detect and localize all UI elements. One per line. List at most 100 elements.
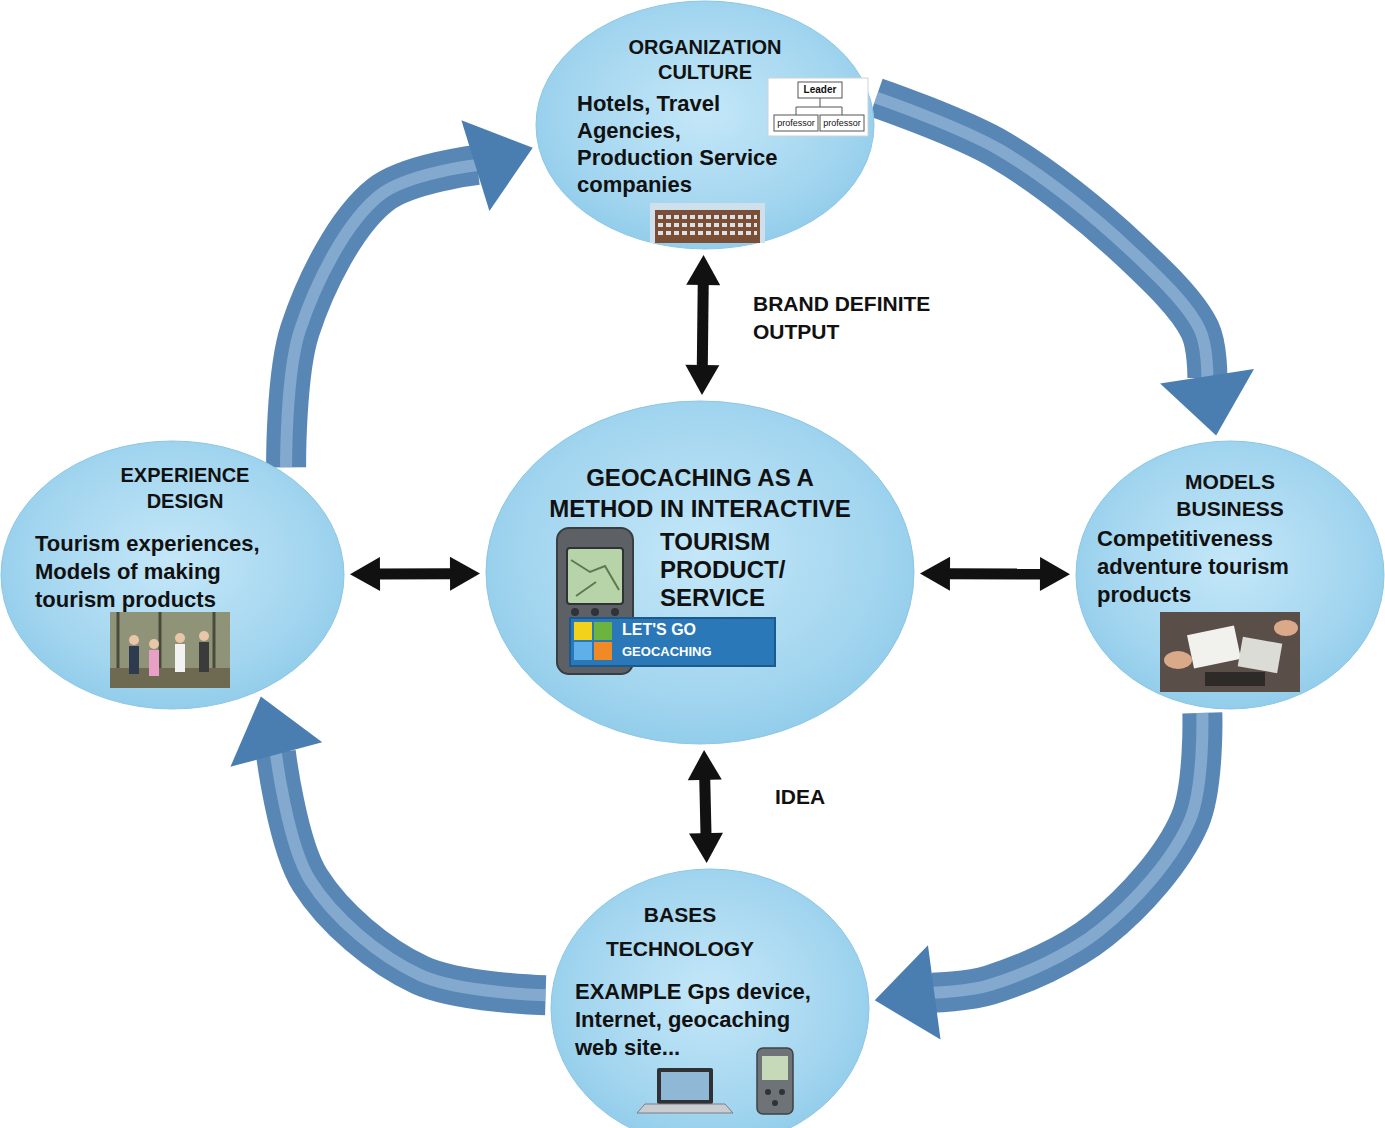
double-arrow	[685, 255, 720, 395]
arrow-head	[920, 557, 950, 591]
gps-button	[571, 608, 579, 616]
cycle-arrow	[875, 713, 1203, 1040]
building-windows	[658, 217, 757, 233]
node-heading: BASES TECHNOLOGY	[580, 898, 780, 966]
connector-shaft	[378, 568, 452, 579]
logo-square	[594, 622, 612, 640]
photo-hand	[1164, 651, 1192, 669]
gps-button	[772, 1100, 778, 1106]
gps-button	[765, 1089, 771, 1095]
connector-highlight	[276, 752, 546, 995]
double-arrow	[350, 557, 480, 591]
text-slot: TOURISM PRODUCT/ SERVICE	[660, 528, 810, 612]
photo-forest	[110, 612, 230, 688]
connector-shaft	[705, 778, 706, 835]
connector-highlight	[876, 98, 1207, 379]
chart-box	[774, 115, 818, 131]
text-slot: Tourism experiences, Models of making to…	[35, 530, 275, 614]
text-slot: Hotels, Travel Agencies, Production Serv…	[577, 90, 787, 198]
text-slot: BRAND DEFINITE OUTPUT	[753, 290, 953, 346]
connector-shaft	[932, 713, 1202, 993]
text-slot: ORGANIZATION CULTURE	[595, 35, 815, 85]
gps-map	[571, 560, 619, 596]
business-photo	[1160, 612, 1300, 692]
arrow-head	[688, 750, 722, 780]
hiker-body	[129, 646, 139, 674]
gps-screen	[762, 1056, 788, 1080]
text-slot: GEOCACHING AS A METHOD IN INTERACTIVE	[540, 462, 860, 524]
node-heading: MODELS BUSINESS	[1145, 468, 1315, 522]
arrow-head	[461, 120, 532, 211]
arrow-head	[686, 255, 720, 285]
laptop-keyboard	[637, 1104, 733, 1113]
hiker-head	[175, 633, 185, 643]
logo-square	[574, 642, 592, 660]
org-chart-picture	[768, 78, 868, 136]
connector-shaft	[286, 165, 477, 467]
text-slot: professor	[774, 116, 818, 130]
building-wall	[655, 210, 760, 243]
cycle-arrow	[876, 98, 1254, 436]
ellipse-node: GEOCACHING AS A METHOD IN INTERACTIVETOU…	[485, 400, 915, 745]
connector-shaft	[697, 283, 709, 367]
building-photo	[650, 203, 765, 243]
hiker-head	[129, 635, 139, 645]
chart-label: professor	[820, 116, 864, 130]
gps-button	[779, 1089, 785, 1095]
node-body: EXAMPLE Gps device, Internet, geocaching…	[575, 978, 825, 1062]
node-heading: ORGANIZATION CULTURE	[595, 35, 815, 85]
text-slot: Competitiveness adventure tourism produc…	[1097, 525, 1352, 609]
gps-small-picture	[757, 1048, 793, 1114]
chart-wire	[796, 98, 842, 115]
laptop-screen	[661, 1072, 709, 1100]
gps-button	[611, 608, 619, 616]
node-body: Hotels, Travel Agencies, Production Serv…	[577, 90, 787, 198]
connector-shaft	[876, 98, 1207, 379]
text-slot: GEOCACHING	[622, 643, 762, 661]
arrow-head	[875, 945, 941, 1039]
logo-plate	[570, 618, 775, 666]
arrow-head	[1160, 369, 1254, 435]
photo-paper	[1187, 625, 1241, 668]
text-slot: IDEA	[775, 783, 855, 811]
photo-paper	[1238, 637, 1283, 673]
cycle-arrow	[230, 696, 545, 995]
text-slot: EXPERIENCE DESIGN	[90, 462, 280, 514]
logo-square	[574, 622, 592, 640]
ellipse-shape	[486, 401, 914, 744]
text-slot: BASES TECHNOLOGY	[580, 898, 780, 966]
arrow-head	[689, 833, 723, 863]
gps-screen	[567, 548, 623, 604]
hikers-photo	[110, 612, 230, 688]
node-body: Tourism experiences, Models of making to…	[35, 530, 275, 614]
arrow-head	[450, 557, 480, 591]
chart-box	[798, 82, 842, 98]
connector-highlight	[932, 713, 1202, 993]
text-slot: professor	[820, 116, 864, 130]
hiker-head	[149, 639, 159, 649]
hiker-body	[149, 650, 159, 676]
photo-device	[1205, 672, 1265, 686]
arrow-head	[1040, 557, 1070, 591]
edge-label: IDEA	[775, 783, 855, 811]
connector-shaft	[276, 752, 546, 995]
double-arrow	[920, 557, 1070, 591]
ellipse-shape	[536, 1, 874, 249]
arrow-head	[230, 696, 322, 766]
gps-body	[757, 1048, 793, 1114]
logo-text: LET'S GO	[622, 620, 762, 640]
node-heading: GEOCACHING AS A METHOD IN INTERACTIVE	[540, 462, 860, 524]
node-body: Competitiveness adventure tourism produc…	[1097, 525, 1352, 609]
chart-label: professor	[774, 116, 818, 130]
geocaching-logo	[570, 618, 775, 666]
hiker-body	[175, 644, 185, 672]
hiker-body	[199, 642, 209, 672]
arrow-head	[685, 365, 719, 395]
ellipse-shape	[1076, 441, 1384, 709]
photo-sky	[650, 203, 765, 243]
chart-label: Leader	[798, 83, 842, 97]
ellipse-shape	[551, 869, 869, 1128]
connector-shaft	[948, 568, 1042, 579]
text-slot: Leader	[798, 83, 842, 97]
